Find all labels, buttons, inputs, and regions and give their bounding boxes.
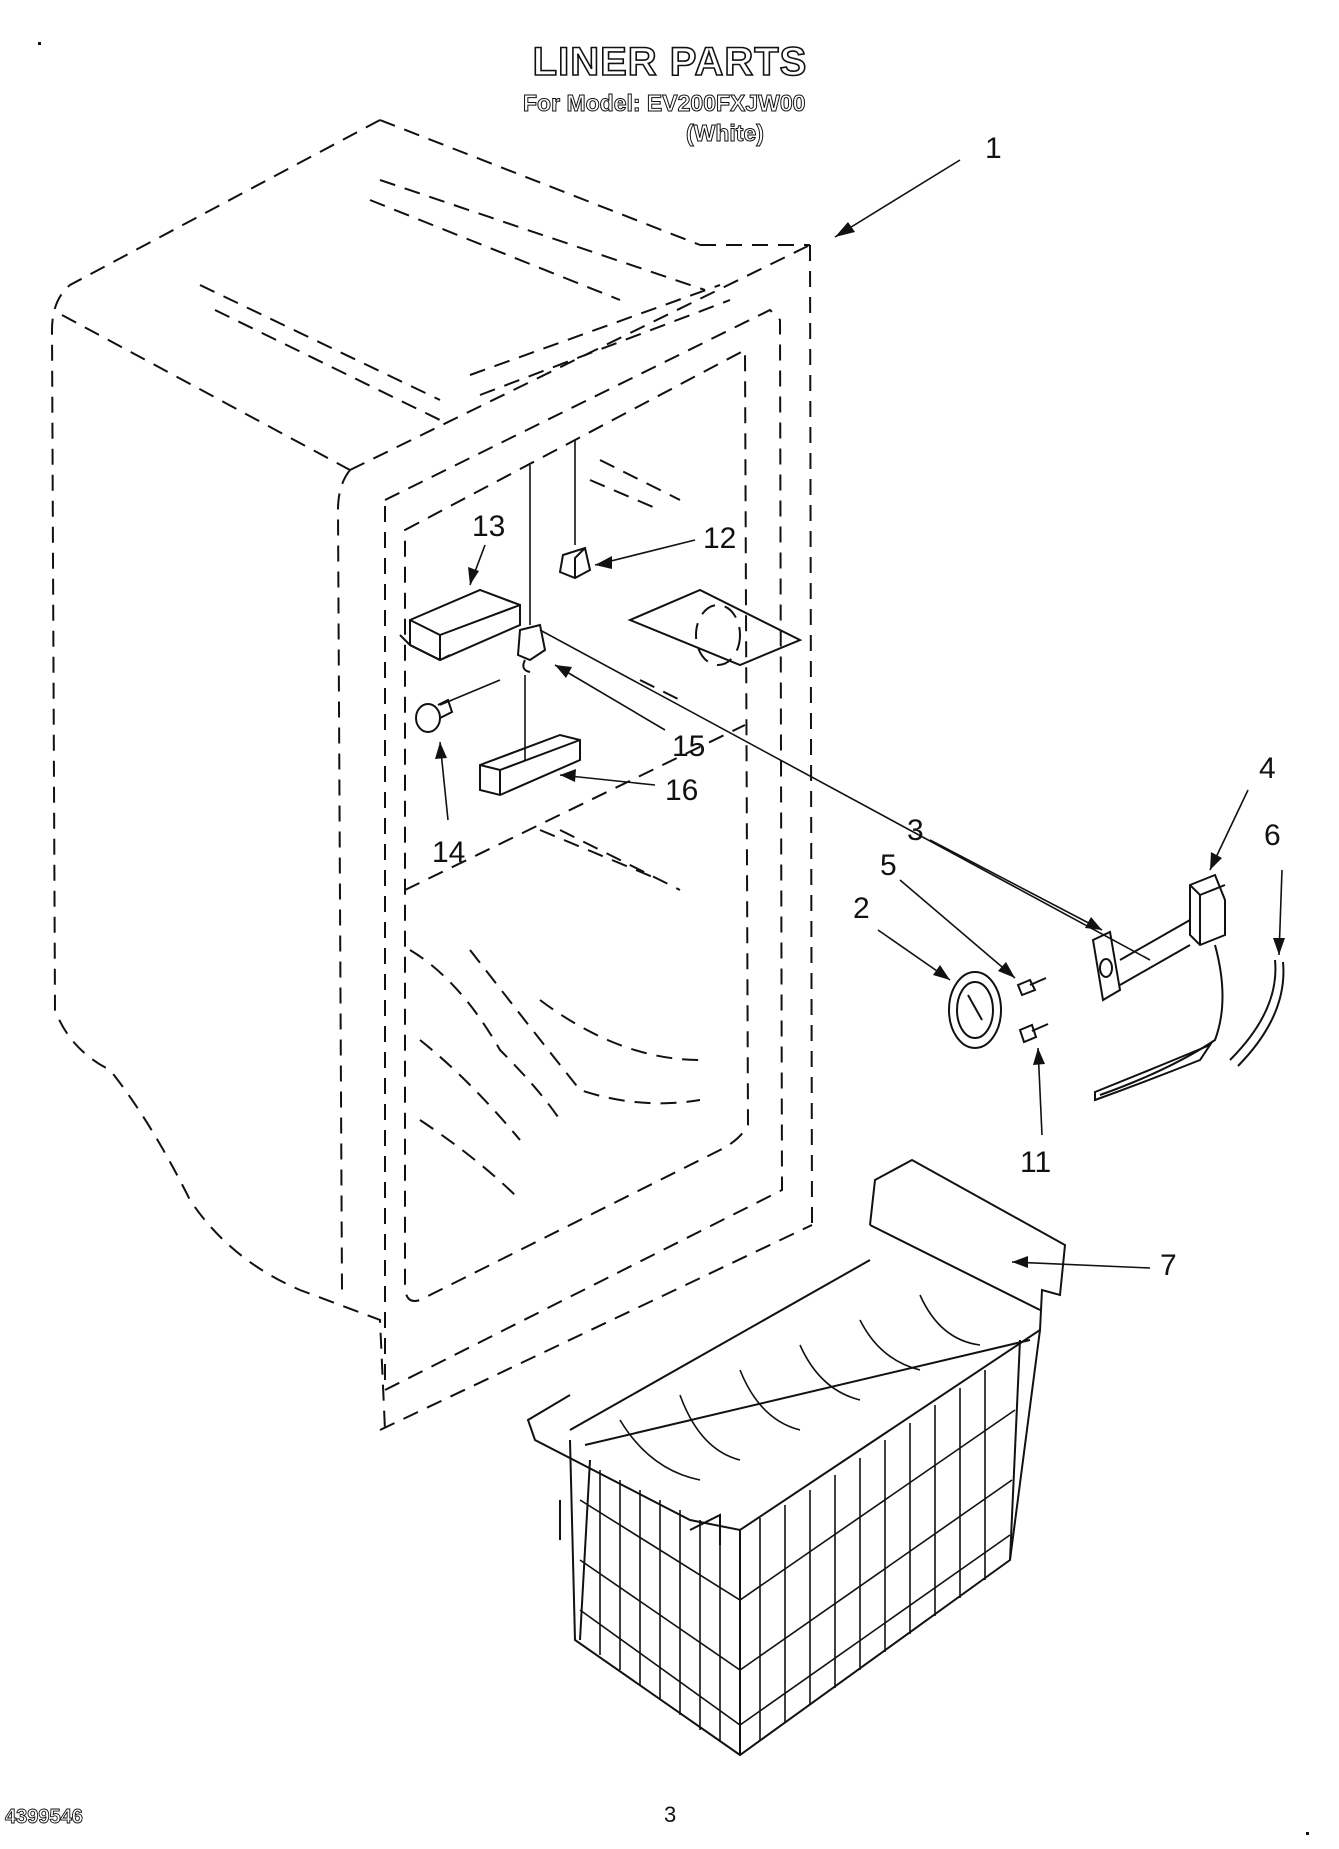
callout-2: 2 (853, 892, 870, 925)
part-13-light-housing (399, 588, 521, 662)
callout-7: 7 (1160, 1249, 1177, 1282)
part-11-screw (1018, 1023, 1049, 1044)
document-number: 4399546 (5, 1806, 84, 1829)
callout-1: 1 (985, 132, 1002, 165)
callout-16: 16 (665, 774, 698, 807)
callout-12: 12 (703, 522, 736, 555)
liner-cabinet (50, 119, 813, 1431)
leader-lines (435, 159, 1285, 1269)
corner-speck-bottom-right (1306, 1832, 1309, 1835)
corner-speck-top-left (38, 42, 41, 45)
callout-6: 6 (1264, 819, 1281, 852)
callout-14: 14 (432, 836, 465, 869)
part-4-thermostat (1094, 873, 1226, 1102)
connection-lines (439, 440, 1151, 961)
part-5-screw (1016, 977, 1047, 997)
part-7-wire-basket (526, 1158, 1067, 1757)
model-line: For Model: EV200FXJW00 (522, 90, 806, 117)
page-number: 3 (664, 1802, 677, 1827)
part-15-light-socket (516, 623, 547, 673)
part-6-tube (1229, 959, 1285, 1067)
part-2-thermostat-knob (948, 971, 1002, 1049)
page-title: LINER PARTS (532, 39, 808, 85)
callout-labels: 1 2 3 4 5 6 7 11 12 13 14 15 16 (432, 132, 1281, 1282)
callout-13: 13 (472, 510, 505, 543)
part-14-light-bulb (415, 698, 454, 733)
part-16-light-shield (479, 733, 581, 797)
callout-15: 15 (672, 730, 705, 763)
part-12-switch (558, 546, 592, 580)
callout-4: 4 (1259, 752, 1276, 785)
callout-3: 3 (907, 814, 924, 847)
callout-5: 5 (880, 849, 897, 882)
model-variant: (White) (686, 120, 765, 147)
callout-11: 11 (1020, 1146, 1051, 1179)
